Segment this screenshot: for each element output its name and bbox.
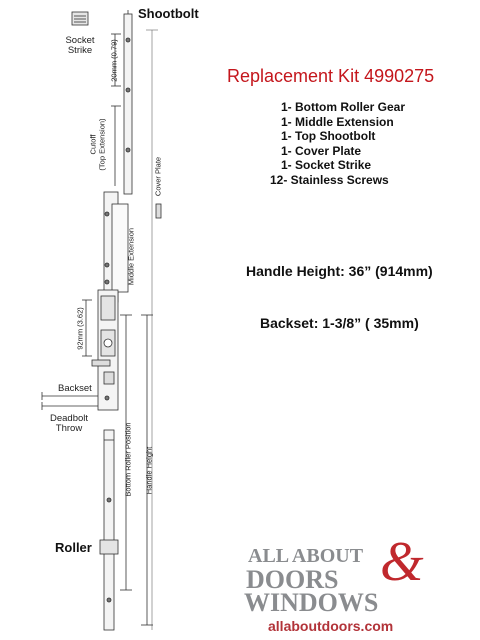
socket-strike-icon	[71, 11, 89, 26]
roller-part	[99, 539, 119, 555]
handle-height-spec: Handle Height: 36” (914mm)	[246, 263, 433, 279]
logo-ampersand: &	[380, 531, 424, 593]
logo-line2: DOORS	[246, 565, 339, 594]
dim-92mm-label: 92mm (3.62)	[75, 307, 85, 350]
bottom-roller-position-label: Bottom Roller Position	[123, 422, 133, 497]
backset-label: Backset	[58, 383, 92, 394]
socket-strike-label: Socket Strike	[61, 36, 99, 56]
deadbolt-throw-line1: Deadbolt	[49, 413, 89, 424]
socket-strike-line2: Strike	[67, 45, 93, 56]
cutoff-label-line2: (Top Extension)	[97, 118, 107, 171]
logo-line1: ALL ABOUT	[248, 545, 364, 567]
logo-url: allaboutdoors.com	[268, 618, 394, 634]
page-title: Replacement Kit 4990275	[227, 66, 435, 86]
backset-spec: Backset: 1-3/8” ( 35mm)	[260, 315, 419, 331]
kit-contents-list: 1- Bottom Roller Gear 1- Middle Extensio…	[270, 100, 405, 188]
cutoff-label-line1: Cutoff	[88, 134, 98, 155]
middle-extension-label: Middle Extension	[126, 227, 136, 286]
kit-item: 1- Top Shootbolt	[281, 129, 376, 144]
kit-item: 1- Middle Extension	[281, 114, 394, 129]
cover-plate-label: Cover Plate	[153, 156, 163, 197]
shootbolt-label: Shootbolt	[138, 6, 199, 21]
dim-20mm-label: 20mm (0.79)	[109, 39, 119, 82]
socket-strike-line1: Socket	[65, 35, 95, 46]
cover-plate-part	[155, 203, 162, 219]
kit-item: 1- Bottom Roller Gear	[281, 100, 406, 114]
roller-label: Roller	[55, 540, 92, 555]
deadbolt-throw-line2: Throw	[55, 423, 83, 434]
kit-item: 1- Cover Plate	[281, 143, 362, 158]
handle-height-dim-label: Handle Height	[144, 446, 154, 495]
deadbolt-throw-label: Deadbolt Throw	[46, 414, 92, 434]
logo-line3: WINDOWS	[244, 588, 379, 617]
bottom-extension-bar	[103, 429, 115, 631]
kit-item: 1- Socket Strike	[281, 158, 372, 173]
kit-item: 12- Stainless Screws	[270, 172, 389, 187]
